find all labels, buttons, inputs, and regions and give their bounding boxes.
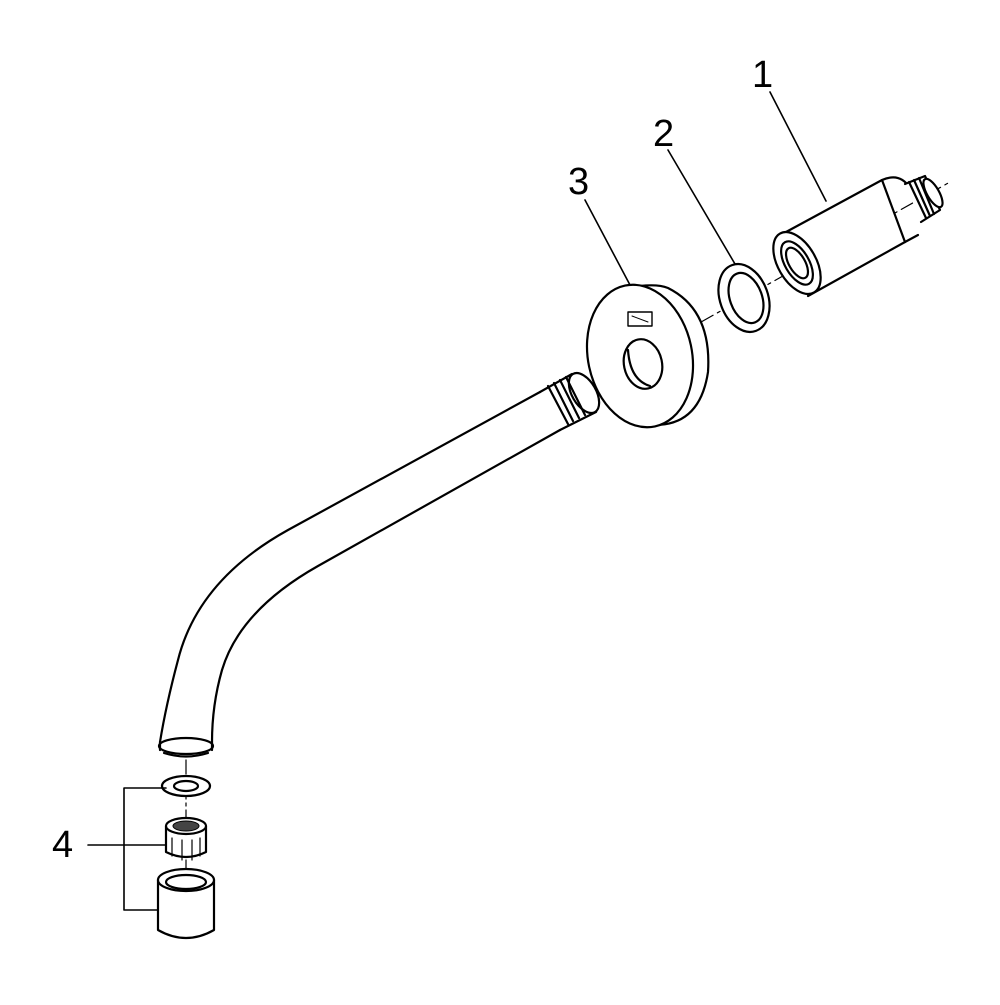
callout-label-3: 3: [568, 161, 590, 203]
spout-arm: [157, 371, 601, 758]
part-2-seal-ring: [667, 149, 771, 333]
callout-label-4: 4: [52, 824, 74, 866]
part-1-extension-fitting: [769, 91, 944, 298]
callout-label-2: 2: [653, 113, 675, 155]
callout-label-1: 1: [752, 54, 774, 96]
part-4-aerator-assembly: [87, 759, 216, 940]
part-3-wall-flange: [584, 199, 710, 429]
